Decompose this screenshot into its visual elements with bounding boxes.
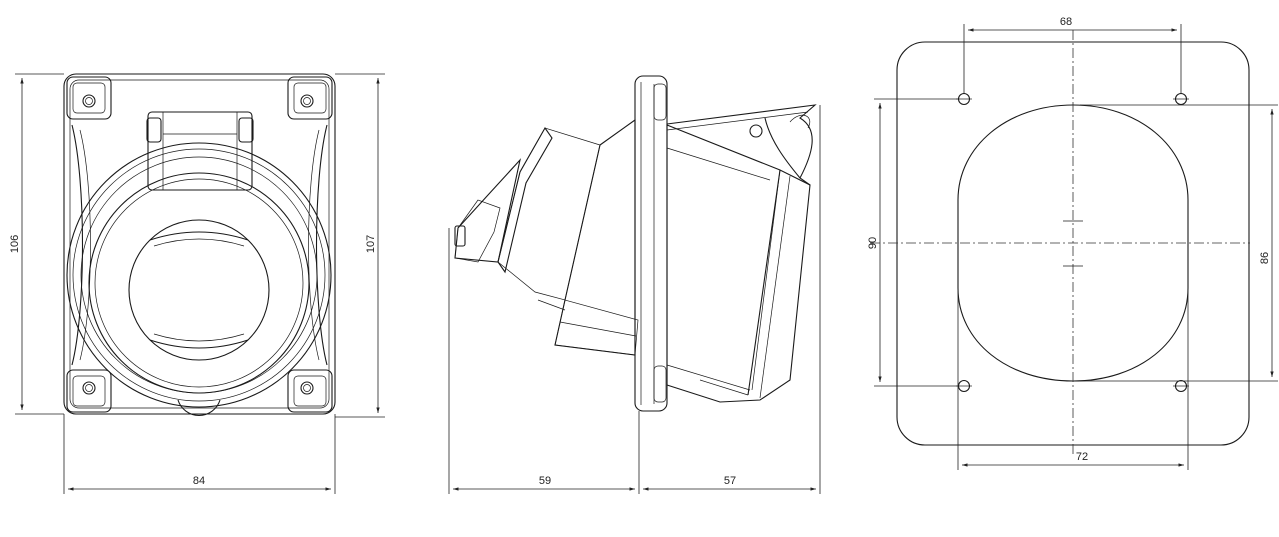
front-body xyxy=(666,124,811,403)
mounting-hole-bottom-right xyxy=(1173,379,1189,393)
mounting-plate xyxy=(634,75,668,412)
front-corner-screw-top-left xyxy=(66,76,112,120)
side-view: 59 57 xyxy=(448,75,821,494)
dim-side-front-depth: 57 xyxy=(724,475,736,487)
dim-cutout-height: 86 xyxy=(1259,252,1271,264)
mounting-hole-bottom-left xyxy=(956,379,972,393)
dim-side-rear-depth: 59 xyxy=(539,475,551,487)
front-corner-screw-bottom-right xyxy=(287,369,333,413)
rear-body xyxy=(454,118,639,356)
front-view: 106 107 84 xyxy=(9,73,385,494)
dim-front-height-right: 107 xyxy=(365,235,377,253)
dim-front-height-left: 106 xyxy=(9,235,21,253)
socket-face xyxy=(128,219,270,361)
panel-cutout-view: 68 72 90 86 xyxy=(867,16,1278,470)
front-corner-screw-bottom-left xyxy=(66,369,112,413)
front-corner-screw-top-right xyxy=(287,76,333,120)
dim-front-width: 84 xyxy=(193,475,205,487)
lid-hinge xyxy=(146,111,254,191)
mounting-hole-top-left xyxy=(956,92,972,106)
dim-cutout-hole-spacing-bottom: 72 xyxy=(1076,451,1088,463)
dim-cutout-hole-spacing-top: 68 xyxy=(1060,16,1072,28)
cutout-outline xyxy=(957,104,1189,382)
lid-latch xyxy=(177,399,221,416)
lid xyxy=(666,104,817,186)
mounting-hole-top-right xyxy=(1173,92,1189,106)
dim-cutout-hole-spacing-vertical: 90 xyxy=(867,237,879,249)
socket-outer-ring xyxy=(66,142,332,408)
